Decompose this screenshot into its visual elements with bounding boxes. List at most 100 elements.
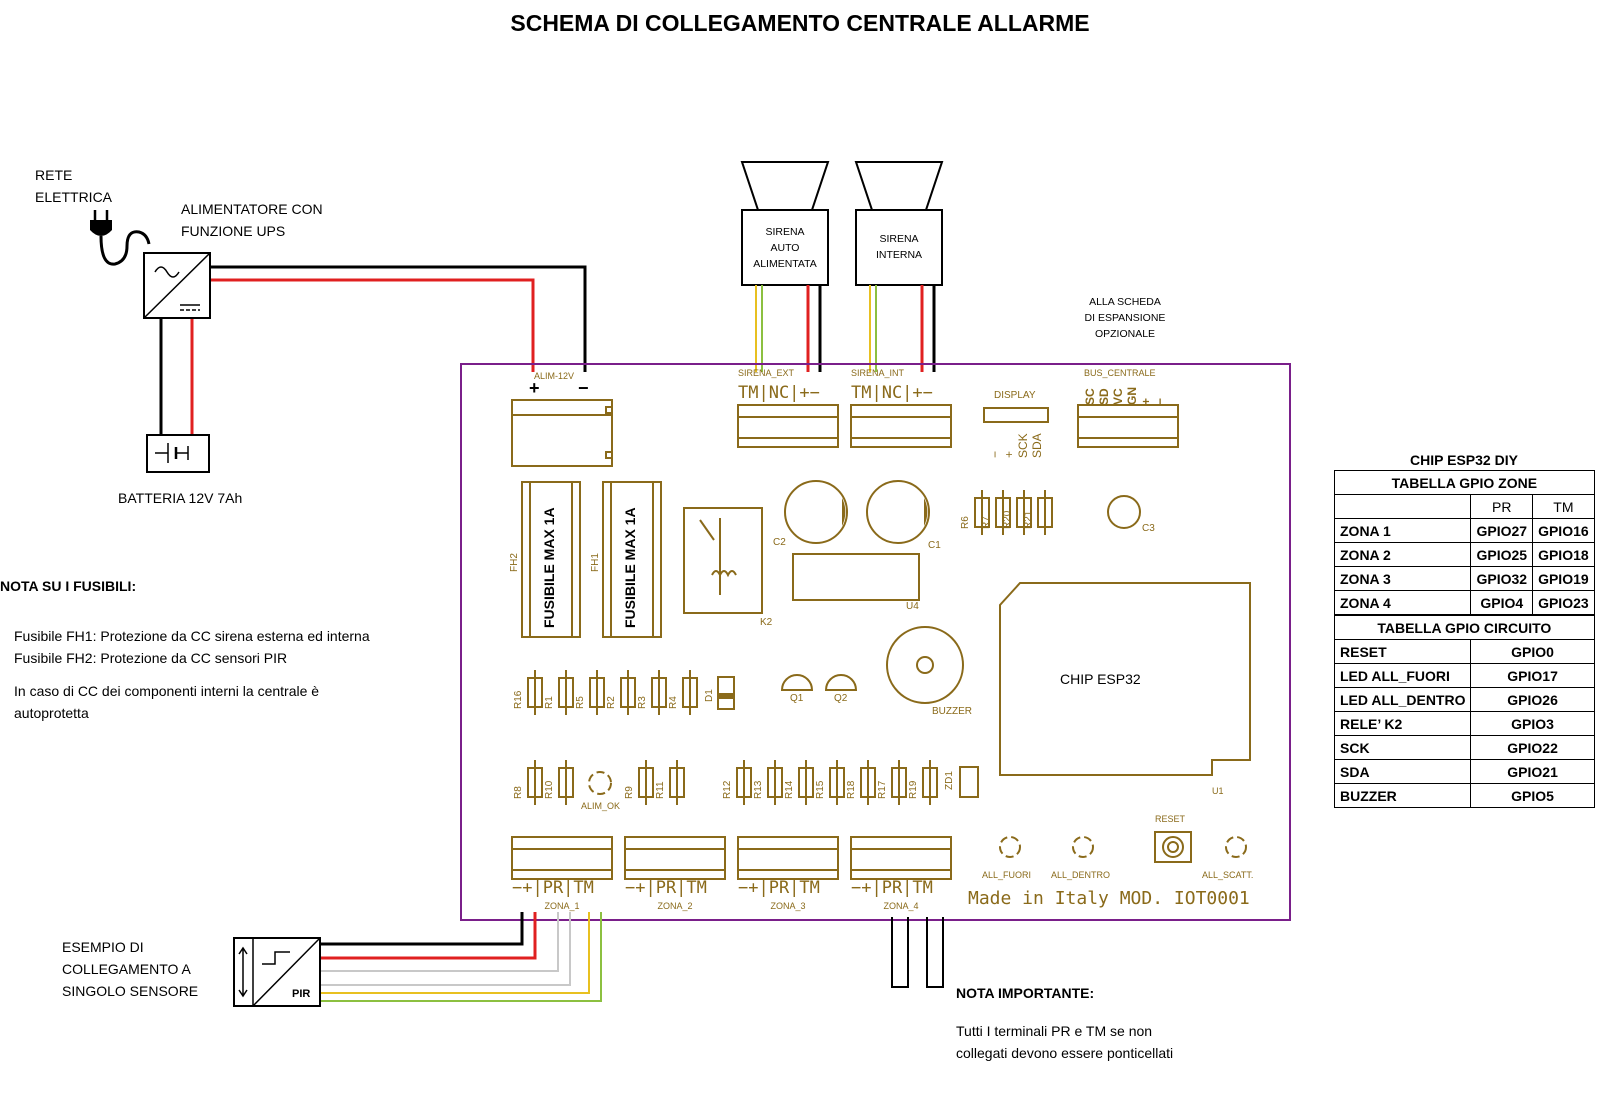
resistor-label: R3 bbox=[637, 696, 648, 709]
fh2-label: FH2 bbox=[509, 553, 520, 572]
bus-label: BUS_CENTRALE bbox=[1084, 368, 1156, 378]
resistor bbox=[651, 670, 667, 715]
display-pin: + bbox=[1002, 450, 1016, 458]
resistor bbox=[558, 760, 574, 805]
reset-label: RESET bbox=[1155, 814, 1186, 824]
resistor bbox=[638, 760, 654, 805]
psu-label-2: FUNZIONE UPS bbox=[181, 223, 286, 239]
mains-label-2: ELETTRICA bbox=[35, 189, 113, 205]
board-outline bbox=[460, 363, 1291, 921]
page-title: SCHEMA DI COLLEGAMENTO CENTRALE ALLARME bbox=[510, 10, 1090, 36]
zone-terminal-labels: −+|PR|TM bbox=[851, 878, 933, 898]
resistor-label: R8 bbox=[513, 786, 524, 799]
circuit-name: SDA bbox=[1333, 759, 1472, 784]
bus-pin: + bbox=[1139, 397, 1153, 405]
resistor-label: R11 bbox=[655, 781, 666, 799]
circuit-name: RESET bbox=[1333, 639, 1472, 664]
resistor-label: R14 bbox=[784, 780, 795, 799]
circuit-name: RELE’ K2 bbox=[1333, 711, 1472, 736]
siren-ext-label-2: AUTO bbox=[770, 242, 800, 254]
resistor-label: R6 bbox=[960, 516, 971, 529]
zone-terminal-block bbox=[737, 836, 839, 880]
important-note-line-1: Tutti I terminali PR e TM se non bbox=[956, 1023, 1153, 1039]
board-components bbox=[511, 399, 1251, 880]
alim-minus: − bbox=[578, 378, 589, 398]
resistor-label: R13 bbox=[753, 780, 764, 799]
battery-label: BATTERIA 12V 7Ah bbox=[118, 490, 243, 506]
zone-label: ZONA_1 bbox=[544, 901, 580, 911]
gpio-zones-header: TABELLA GPIO ZONE bbox=[1334, 470, 1595, 495]
resistor-label: R1 bbox=[544, 696, 555, 709]
important-note-line-2: collegati devono essere ponticellati bbox=[956, 1045, 1174, 1061]
zone-name: ZONA 3 bbox=[1333, 566, 1472, 591]
u4-label: U4 bbox=[906, 601, 919, 612]
zone-label: ZONA_2 bbox=[657, 901, 693, 911]
d1-label: D1 bbox=[704, 689, 715, 702]
sirena-ext-label: SIRENA_EXT bbox=[738, 368, 795, 378]
fuse-note-line-1: Fusibile FH1: Protezione da CC sirena es… bbox=[14, 628, 370, 644]
psu-wires bbox=[159, 265, 587, 435]
bus-pin: SC bbox=[1083, 388, 1097, 405]
resistor bbox=[669, 760, 685, 805]
resistor bbox=[527, 670, 543, 715]
fuse-fh2-text: FUSIBILE MAX 1A bbox=[541, 507, 557, 628]
siren-int-terminals: TM|NC|+− bbox=[851, 383, 933, 403]
sirena-int-label: SIRENA_INT bbox=[851, 368, 905, 378]
expansion-label-1: ALLA SCHEDA bbox=[1089, 296, 1161, 308]
display-label: DISPLAY bbox=[994, 390, 1036, 401]
siren-ext-terminals: TM|NC|+− bbox=[738, 383, 820, 403]
zone-label: ZONA_3 bbox=[770, 901, 806, 911]
gpio-col-tm: TM bbox=[1532, 494, 1595, 519]
circuit-name: LED ALL_DENTRO bbox=[1333, 687, 1472, 712]
all-dentro-label: ALL_DENTRO bbox=[1051, 870, 1111, 880]
resistor-label: R16 bbox=[513, 690, 524, 709]
circuit-gpio: GPIO22 bbox=[1470, 735, 1595, 760]
gpio-col-pr: PR bbox=[1470, 494, 1534, 519]
k2-label: K2 bbox=[760, 617, 773, 628]
zone-name: ZONA 1 bbox=[1333, 518, 1472, 543]
all-scatt-label: ALL_SCATT. bbox=[1202, 870, 1254, 880]
zone-tm: GPIO18 bbox=[1532, 542, 1595, 567]
fuse-note-heading: NOTA SU I FUSIBILI: bbox=[0, 578, 137, 594]
resistor bbox=[860, 760, 876, 805]
c3-label: C3 bbox=[1142, 523, 1155, 534]
fuse-note-line-3: In caso di CC dei componenti interni la … bbox=[14, 683, 320, 699]
circuit-name: LED ALL_FUORI bbox=[1333, 663, 1472, 688]
circuit-gpio: GPIO17 bbox=[1470, 663, 1595, 688]
resistor-label: R21 bbox=[1023, 510, 1034, 529]
pir-label: PIR bbox=[292, 988, 311, 1000]
fh1-label: FH1 bbox=[590, 553, 601, 572]
circuit-gpio: GPIO3 bbox=[1470, 711, 1595, 736]
resistor bbox=[558, 670, 574, 715]
zd1-label: ZD1 bbox=[944, 771, 955, 790]
all-fuori-label: ALL_FUORI bbox=[982, 870, 1032, 880]
zone-tm: GPIO19 bbox=[1532, 566, 1595, 591]
fuse-note-line-4: autoprotetta bbox=[14, 705, 89, 721]
zone-terminal-labels: −+|PR|TM bbox=[512, 878, 594, 898]
fuse-fh1-text: FUSIBILE MAX 1A bbox=[622, 507, 638, 628]
buzzer-label: BUZZER bbox=[932, 706, 972, 717]
bus-pin: SD bbox=[1097, 388, 1111, 405]
circuit-name: SCK bbox=[1333, 735, 1472, 760]
resistor-label: R15 bbox=[815, 780, 826, 799]
important-note-heading: NOTA IMPORTANTE: bbox=[956, 985, 1095, 1001]
made-in-label: Made in Italy MOD. IOT0001 bbox=[968, 888, 1250, 909]
circuit-gpio: GPIO0 bbox=[1470, 639, 1595, 664]
plug-icon bbox=[90, 210, 151, 266]
circuit-gpio: GPIO21 bbox=[1470, 759, 1595, 784]
resistor bbox=[527, 760, 543, 805]
fuse-note-line-2: Fusibile FH2: Protezione da CC sensori P… bbox=[14, 650, 288, 666]
gpio-corner-cell bbox=[1333, 494, 1472, 519]
siren-ext-label-3: ALIMENTATA bbox=[753, 258, 817, 270]
zone-terminal-block bbox=[624, 836, 726, 880]
zone-pr: GPIO4 bbox=[1470, 590, 1534, 616]
resistor bbox=[682, 670, 698, 715]
